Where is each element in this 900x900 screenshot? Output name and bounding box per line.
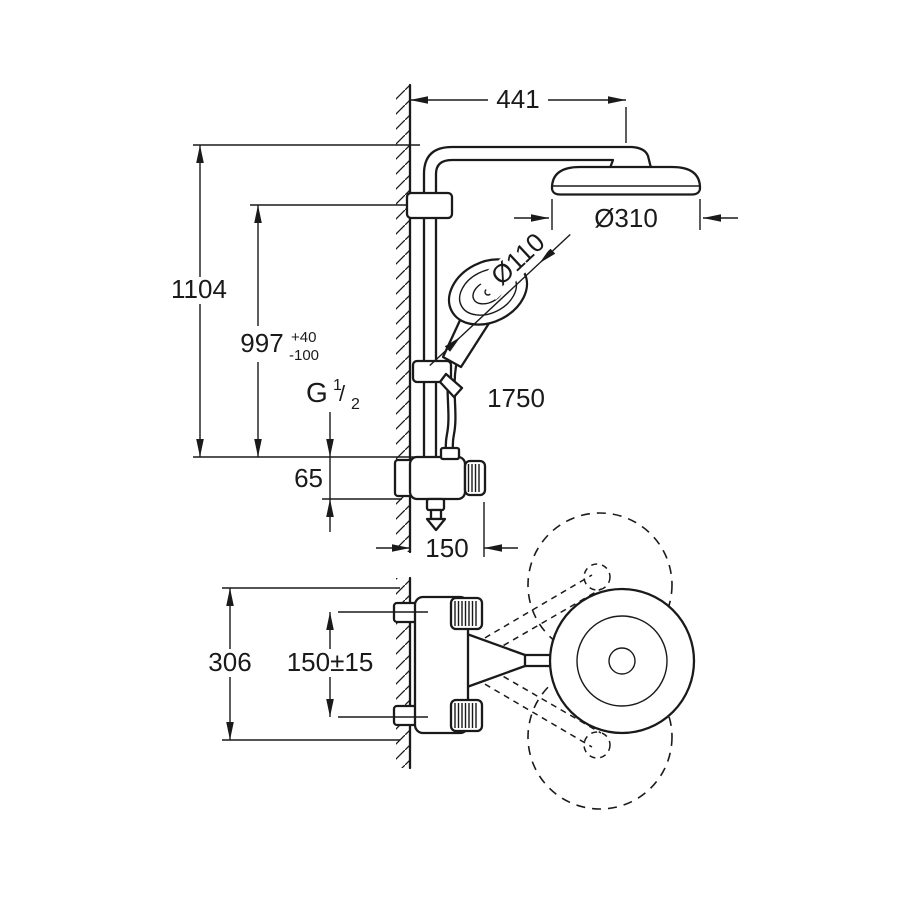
hose-nut <box>439 446 461 461</box>
swivel-hub-top <box>583 563 611 591</box>
dim-997-tol-plus: +40 <box>291 329 316 346</box>
swivel-hub-bottom <box>583 731 611 759</box>
dim-306: 306 <box>202 587 400 741</box>
hose-length-label: 1750 <box>487 383 545 413</box>
thread-letter: G <box>306 377 328 408</box>
valve-knob-top <box>449 596 484 631</box>
head-shower <box>550 165 702 196</box>
thread-label: G 1 / 2 <box>306 377 360 413</box>
dim-150-label: 150 <box>425 533 468 563</box>
thread-denominator: 2 <box>351 396 360 413</box>
dim-310: Ø310 <box>514 199 738 233</box>
valve-knob-bottom <box>449 698 484 733</box>
wall-bracket <box>405 191 454 220</box>
dim-306-label: 306 <box>208 647 251 677</box>
thermostat-valve-top <box>392 595 484 735</box>
dim-65: 65 <box>294 412 402 532</box>
lower-view: 306 150±15 <box>202 512 696 810</box>
dim-1104-label: 1104 <box>171 274 227 304</box>
slider-bracket <box>411 359 464 399</box>
dim-65-label: 65 <box>294 463 323 493</box>
valve-bottom-outlet <box>425 497 447 532</box>
shower-pipe <box>422 145 653 459</box>
hand-shower-holder <box>438 372 464 399</box>
thread-numerator: 1 <box>333 377 342 394</box>
dim-997-label: 997 <box>240 328 283 358</box>
upper-view: 441 Ø310 Ø110 1750 1104 <box>166 83 738 563</box>
dim-997-tol-minus: -100 <box>289 347 319 364</box>
dim-150-15-label: 150±15 <box>287 647 374 677</box>
valve-handle <box>463 459 487 497</box>
head-shower-top <box>548 587 696 735</box>
valve-body <box>408 455 467 501</box>
dim-150-15: 150±15 <box>281 611 428 718</box>
dim-997: 997 +40 -100 <box>234 204 407 457</box>
dim-441-label: 441 <box>496 84 539 114</box>
thread-slash: / <box>339 381 346 406</box>
thermostat-valve-side <box>393 446 487 532</box>
dim-441: 441 <box>410 84 627 143</box>
dim-310-label: Ø310 <box>594 203 658 233</box>
dim-150: 150 <box>376 502 518 563</box>
dim-1104: 1104 <box>166 144 420 458</box>
